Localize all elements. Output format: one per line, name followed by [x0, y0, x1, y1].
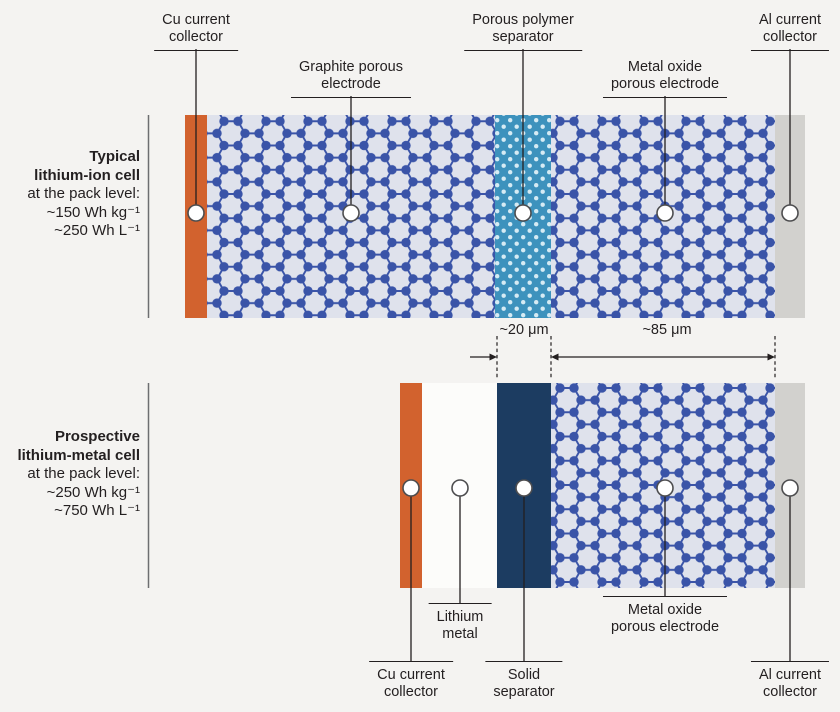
- label-line: collector: [168, 28, 223, 45]
- label-solid-separator: Solid separator: [485, 661, 563, 700]
- label-line: separator: [492, 28, 554, 45]
- energy-density-gravimetric: ~150 Wh kg⁻¹: [46, 203, 140, 221]
- cell-title-line: lithium-ion cell: [34, 166, 140, 184]
- label-line: Graphite porous: [299, 59, 403, 75]
- top-cu-marker: [187, 204, 205, 222]
- leader-lines: [195, 49, 791, 661]
- cell-subtitle: at the pack level:: [27, 185, 140, 203]
- bottom-lithium-marker: [451, 479, 469, 497]
- top-separator-marker: [514, 204, 532, 222]
- label-line: porous electrode: [610, 618, 720, 635]
- cell-title-line: lithium-metal cell: [17, 446, 140, 464]
- lithium-ion-cell-side-label: Typical lithium-ion cell at the pack lev…: [27, 148, 140, 241]
- label-line: Porous polymer: [472, 12, 574, 28]
- label-line: metal: [442, 625, 478, 642]
- dimension-separator-width: ~20 μm: [499, 322, 549, 338]
- label-line: electrode: [321, 75, 381, 92]
- label-metal-oxide-electrode-top: Metal oxide porous electrode: [602, 59, 728, 99]
- dimension-lines: [470, 336, 776, 380]
- label-al-current-collector-top: Al current collector: [750, 12, 830, 52]
- label-line: collector: [763, 683, 817, 700]
- bottom-solid-separator-marker: [515, 479, 533, 497]
- cell-subtitle: at the pack level:: [27, 465, 140, 483]
- top-metal-oxide-marker: [656, 204, 674, 222]
- label-line: Al current: [758, 667, 822, 683]
- energy-density-gravimetric: ~250 Wh kg⁻¹: [46, 483, 140, 501]
- top-al-marker: [781, 204, 799, 222]
- lithium-metal-cell-side-label: Prospective lithium-metal cell at the pa…: [17, 428, 140, 521]
- label-line: collector: [763, 28, 817, 45]
- energy-density-volumetric: ~750 Wh L⁻¹: [54, 502, 140, 520]
- label-line: collector: [383, 683, 438, 700]
- bottom-al-marker: [781, 479, 799, 497]
- top-graphite-marker: [342, 204, 360, 222]
- label-line: separator: [493, 683, 555, 700]
- label-metal-oxide-electrode-bottom: Metal oxide porous electrode: [602, 596, 728, 635]
- energy-density-volumetric: ~250 Wh L⁻¹: [54, 222, 140, 240]
- bottom-cu-marker: [402, 479, 420, 497]
- label-porous-polymer-separator: Porous polymer separator: [464, 12, 582, 52]
- label-al-current-collector-bottom: Al current collector: [750, 661, 830, 700]
- label-line: Cu current: [162, 12, 230, 28]
- label-graphite-porous-electrode: Graphite porous electrode: [291, 59, 411, 99]
- label-line: Metal oxide: [627, 59, 703, 75]
- lithium-ion-cell-graphic: [185, 115, 805, 318]
- label-line: Solid: [507, 667, 541, 683]
- label-lithium-metal: Lithium metal: [428, 603, 492, 642]
- callout-markers: [187, 204, 799, 497]
- label-line: Lithium: [436, 609, 484, 625]
- label-cu-current-collector-top: Cu current collector: [154, 12, 238, 52]
- bottom-metal-oxide-marker: [656, 479, 674, 497]
- label-line: Al current: [758, 12, 822, 28]
- dimension-electrode-width: ~85 μm: [642, 322, 692, 338]
- label-cu-current-collector-bottom: Cu current collector: [369, 661, 453, 700]
- label-line: porous electrode: [610, 75, 720, 92]
- cell-title-line: Prospective: [54, 428, 140, 445]
- label-line: Cu current: [377, 667, 445, 683]
- cell-title-line: Typical: [89, 148, 140, 165]
- label-line: Metal oxide: [627, 602, 703, 618]
- dimension-arrowheads: [489, 353, 775, 361]
